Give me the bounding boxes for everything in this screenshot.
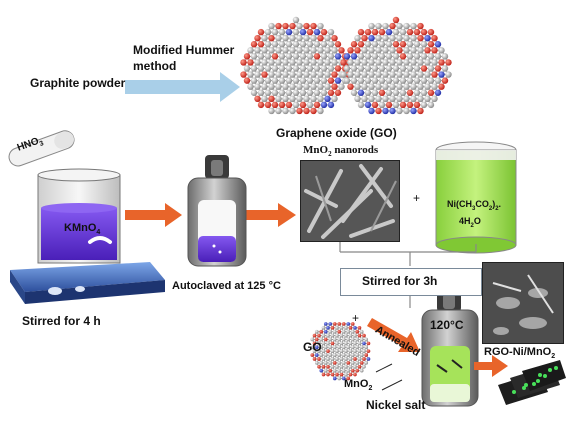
hummer-method-label: Modified Hummer method [133, 43, 235, 73]
ni-acetate-formula: Ni(CH3CO2)2. 4H2O [447, 199, 502, 229]
rgo-ni-mno2-subscript: 2 [551, 353, 556, 361]
kmno4-text: KMnO [64, 222, 97, 234]
arrow-beaker-to-autoclave [125, 203, 182, 227]
kmno4-subscript: 4 [96, 229, 101, 237]
ni-formula-part-5: O [473, 215, 481, 226]
graphene-oxide-sheet-left [240, 16, 352, 115]
rgo-ni-mno2-text: RGO-Ni/MnO [484, 346, 552, 358]
kmno4-beaker [37, 168, 121, 264]
hummer-arrow [125, 72, 240, 102]
stirred-3h-label: Stirred for 3h [362, 274, 438, 288]
autoclave-1 [187, 155, 247, 267]
temperature-120-label: 120°C [430, 318, 464, 332]
mno2-nanorods-subscript: 2 [328, 150, 332, 159]
mno2-nanorods-text: MnO [303, 144, 329, 156]
nickel-salt-label: Nickel salt [366, 398, 426, 412]
autoclave-2 [421, 290, 479, 407]
ni-formula-part-3: ) [492, 199, 496, 209]
stirred-4h-label: Stirred for 4 h [22, 314, 101, 328]
mno2-pointer [375, 363, 393, 373]
nickel-salt-pointer [381, 379, 403, 391]
mno2-small-text: MnO [344, 378, 369, 390]
graphene-oxide-label: Graphene oxide (GO) [276, 126, 397, 140]
stirred-3h-box [340, 268, 482, 296]
rgo-ni-mno2-label: RGO-Ni/MnO2 [484, 346, 555, 360]
magnetic-stirrer [10, 262, 165, 304]
arrow-autoclave-to-sem [243, 203, 296, 227]
autoclaved-label: Autoclaved at 125 °C [172, 280, 281, 292]
mno2-small-label: MnO2 [344, 378, 372, 392]
sem-mno2-nanorods [300, 160, 400, 242]
ni-formula-part-4: 4H [459, 215, 471, 226]
ni-formula-part-2: CO [475, 199, 489, 209]
mno2-nanorods-tail: nanorods [331, 144, 379, 156]
mno2-nanorods-label: MnO2 nanorods [303, 144, 378, 158]
mno2-small-subscript: 2 [368, 385, 373, 393]
annealed-arrow [367, 318, 420, 352]
hno3-test-tube [8, 130, 75, 167]
plus-sign-top: + [413, 191, 421, 205]
graphite-powder-label: Graphite powder [30, 76, 126, 90]
kmno4-label: KMnO4 [64, 222, 100, 236]
ni-formula-part-1: Ni(CH [447, 199, 472, 209]
graphene-oxide-sheet-small [310, 322, 371, 381]
plus-sign-go: + [352, 311, 360, 325]
go-label: GO [303, 340, 322, 354]
arrow-to-product [474, 355, 508, 377]
sem-rgo-ni-mno2 [482, 262, 564, 344]
product-plates [498, 360, 566, 405]
graphene-oxide-sheet-right [340, 16, 452, 115]
combine-bracket [339, 240, 477, 308]
